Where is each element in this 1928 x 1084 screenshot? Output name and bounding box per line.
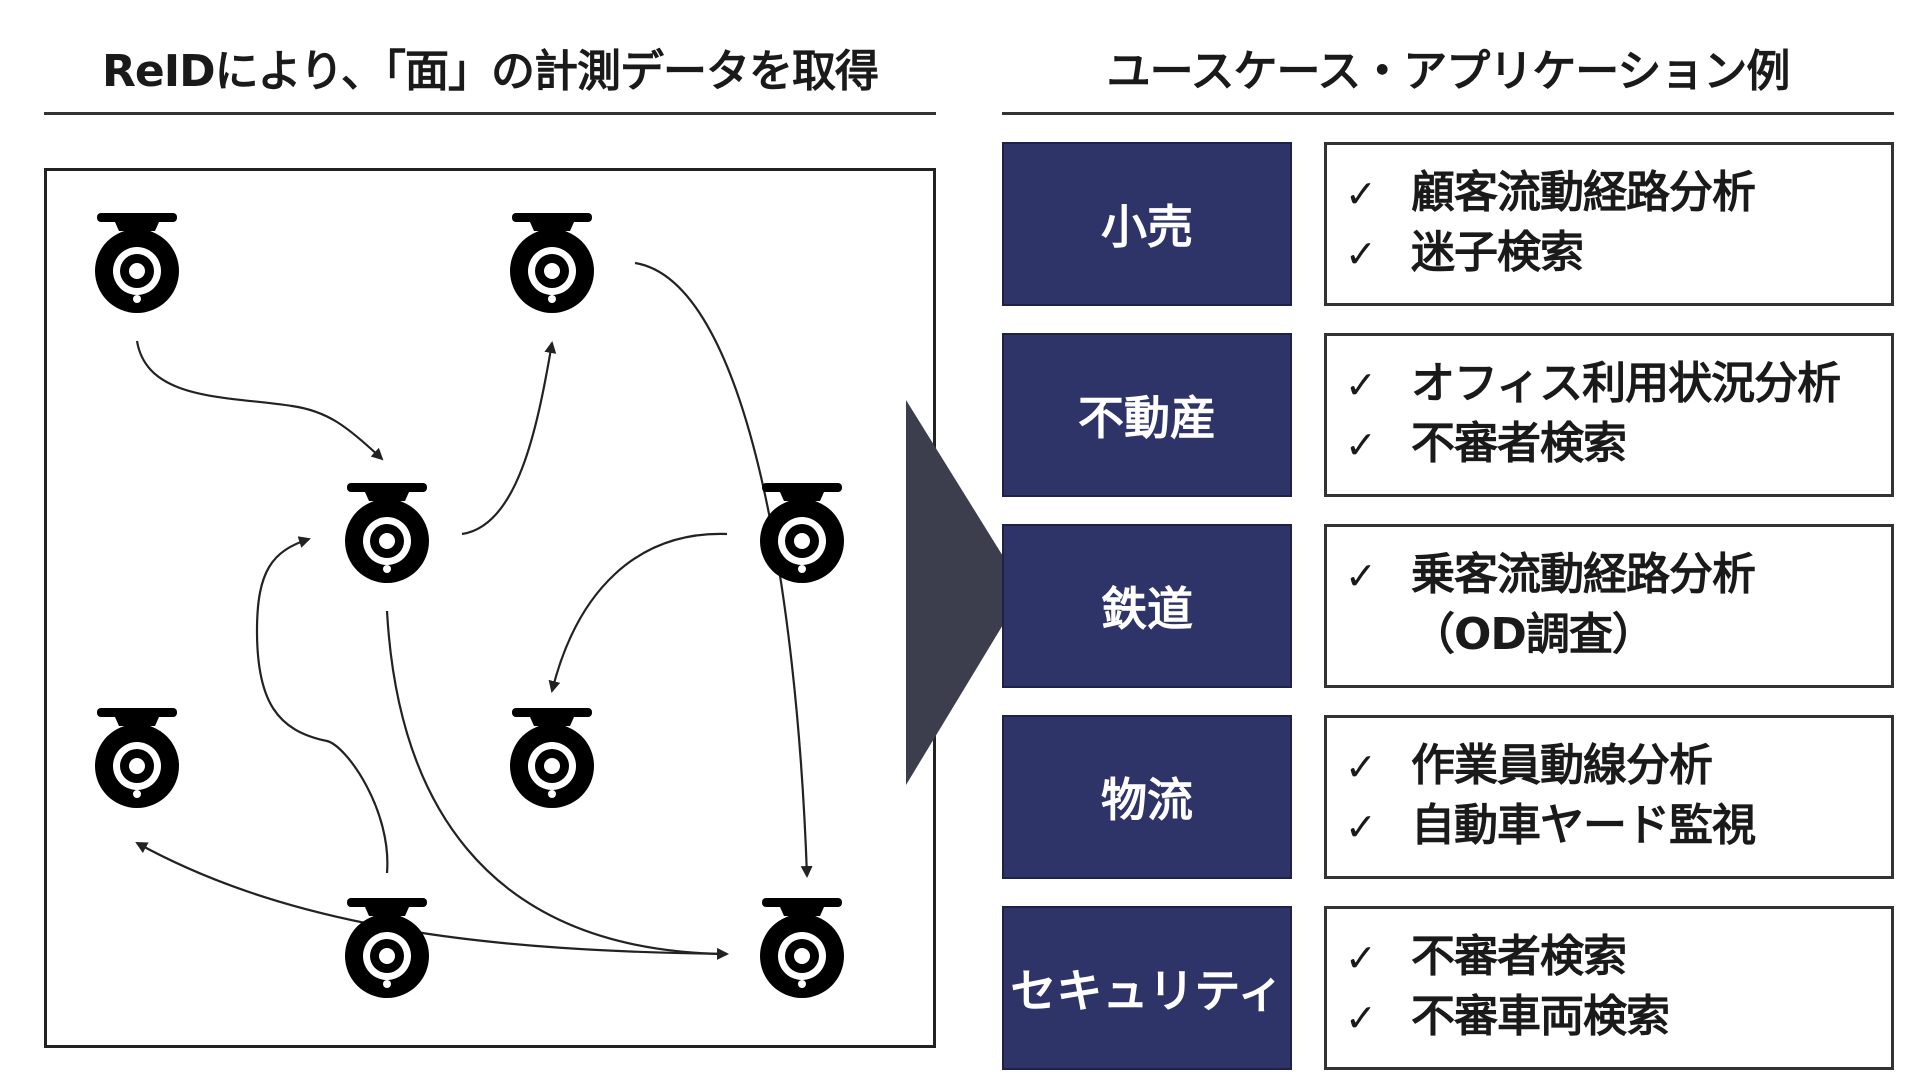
use-case-item: ✓ 乗客流動経路分析 xyxy=(1345,545,1891,605)
use-case-text: 乗客流動経路分析 xyxy=(1411,549,1756,600)
surveillance-camera-icon xyxy=(760,483,844,583)
use-case-list-retail: ✓ 顧客流動経路分析 ✓ 迷子検索 xyxy=(1324,142,1894,306)
surveillance-camera-icon xyxy=(510,708,594,808)
use-case-item: ✓ オフィス利用状況分析 xyxy=(1345,354,1891,414)
use-case-item: ✓ 不審者検索 xyxy=(1345,927,1891,987)
checkmark-icon: ✓ xyxy=(1345,554,1377,598)
use-case-item: ✓ 不審車両検索 xyxy=(1345,987,1891,1047)
flow-line-g xyxy=(135,842,728,956)
surveillance-camera-icon xyxy=(95,213,179,313)
category-security: セキュリティ xyxy=(1002,906,1292,1070)
checkmark-icon: ✓ xyxy=(1345,232,1377,276)
use-case-list-railway: ✓ 乗客流動経路分析 （OD調査） xyxy=(1324,524,1894,688)
surveillance-camera-icon xyxy=(95,708,179,808)
use-case-item-continuation: （OD調査） xyxy=(1345,605,1891,665)
checkmark-icon: ✓ xyxy=(1345,423,1377,467)
category-logistics: 物流 xyxy=(1002,715,1292,879)
use-case-text: 自動車ヤード監視 xyxy=(1411,800,1756,851)
use-case-list-logistics: ✓ 作業員動線分析 ✓ 自動車ヤード監視 xyxy=(1324,715,1894,879)
flow-line-a xyxy=(135,340,384,461)
checkmark-icon: ✓ xyxy=(1345,745,1377,789)
use-case-item: ✓ 自動車ヤード監視 xyxy=(1345,796,1891,856)
use-case-text: 不審者検索 xyxy=(1411,931,1627,982)
checkmark-icon: ✓ xyxy=(1345,936,1377,980)
flow-line-e xyxy=(255,536,389,874)
checkmark-icon: ✓ xyxy=(1345,805,1377,849)
use-case-item: ✓ 不審者検索 xyxy=(1345,414,1891,474)
use-case-item: ✓ 顧客流動経路分析 xyxy=(1345,163,1891,223)
checkmark-icon: ✓ xyxy=(1345,363,1377,407)
flow-line-f xyxy=(385,610,729,960)
left-heading: ReIDにより、「面」の計測データを取得 xyxy=(102,46,879,97)
use-case-text: 不審車両検索 xyxy=(1411,991,1670,1042)
surveillance-camera-icon xyxy=(760,898,844,998)
surveillance-camera-icon xyxy=(510,213,594,313)
use-case-list-security: ✓ 不審者検索 ✓ 不審車両検索 xyxy=(1324,906,1894,1070)
use-case-text: （OD調査） xyxy=(1411,609,1656,660)
category-retail: 小売 xyxy=(1002,142,1292,306)
checkmark-icon: ✓ xyxy=(1345,172,1377,216)
left-heading-rule xyxy=(44,112,936,115)
right-heading-rule xyxy=(1002,112,1894,115)
camera-network-panel xyxy=(44,168,936,1048)
use-case-text: オフィス利用状況分析 xyxy=(1411,358,1841,409)
camera-network-diagram xyxy=(95,213,844,998)
use-case-text: 顧客流動経路分析 xyxy=(1411,167,1756,218)
category-real-estate: 不動産 xyxy=(1002,333,1292,497)
checkmark-icon: ✓ xyxy=(1345,996,1377,1040)
right-heading: ユースケース・アプリケーション例 xyxy=(1106,46,1791,97)
use-case-text: 不審者検索 xyxy=(1411,418,1627,469)
flow-line-c xyxy=(634,261,813,878)
flow-line-b xyxy=(461,341,557,536)
use-case-list-real-estate: ✓ オフィス利用状況分析 ✓ 不審者検索 xyxy=(1324,333,1894,497)
surveillance-camera-icon xyxy=(345,898,429,998)
use-case-item: ✓ 作業員動線分析 xyxy=(1345,736,1891,796)
category-railway: 鉄道 xyxy=(1002,524,1292,688)
surveillance-camera-icon xyxy=(345,483,429,583)
flow-line-d xyxy=(548,532,728,693)
use-case-text: 作業員動線分析 xyxy=(1411,740,1713,791)
use-case-item: ✓ 迷子検索 xyxy=(1345,223,1891,283)
use-case-text: 迷子検索 xyxy=(1411,227,1584,278)
